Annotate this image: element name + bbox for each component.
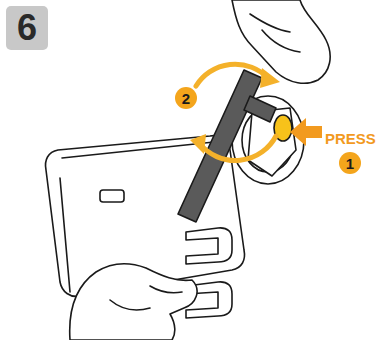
step-badge-text: 6 — [17, 10, 37, 46]
arm-joint — [244, 96, 276, 122]
callout-number: 2 — [175, 87, 197, 109]
phone-grip — [100, 190, 124, 202]
finger-line — [250, 14, 300, 52]
step-badge: 6 — [6, 6, 48, 50]
clamp-top — [186, 228, 232, 264]
callout-number-text: 1 — [346, 156, 354, 171]
lower-hand — [70, 264, 197, 340]
instruction-label: PRESS — [325, 131, 376, 146]
rotation-arrowhead — [260, 68, 280, 88]
rotation-arrowhead — [190, 134, 206, 154]
callout-number: 1 — [339, 152, 361, 174]
press-arrow — [290, 118, 322, 146]
finger-line — [110, 286, 182, 310]
callout-number-text: 2 — [182, 91, 190, 106]
